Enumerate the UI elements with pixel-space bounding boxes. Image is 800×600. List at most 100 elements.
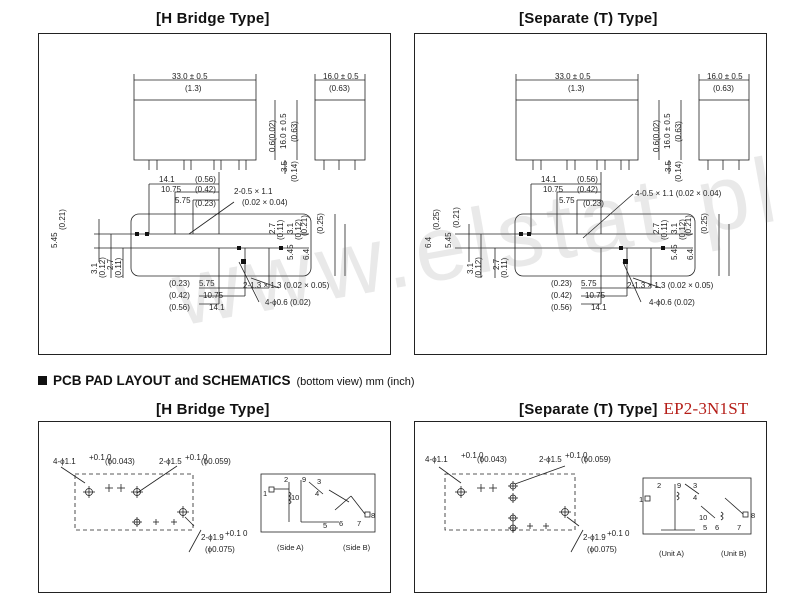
dim-width-inch-t: (0.63) — [713, 84, 734, 93]
pin-1: 1 — [263, 489, 267, 498]
dim-2-7: 2.7 — [106, 258, 115, 270]
dim-bottom-14-1-t: 14.1 — [591, 303, 607, 312]
dim-2-7-right-inch: (0.11) — [276, 219, 285, 240]
pin-7-t: 7 — [737, 523, 741, 532]
dim-10-75-t: 10.75 — [543, 185, 564, 194]
pad-hole-b-inch: (ϕ0.059) — [201, 457, 231, 466]
dim-bottom-14-1: 14.1 — [209, 303, 225, 312]
pad-hole-b-tol: +0.1 0 — [185, 453, 208, 462]
dim-bottom-0-23: (0.23) — [169, 279, 190, 288]
pad-hole-c-inch: (ϕ0.075) — [205, 545, 235, 554]
dim-3-1-right-inch: (0.12) — [294, 219, 303, 240]
dim-bottom-0-42: (0.42) — [169, 291, 190, 300]
dim-3-1-inch-t: (0.12) — [474, 257, 483, 278]
pad-hole-c-tol-t: +0.1 0 — [607, 529, 630, 538]
pin-4: 4 — [315, 489, 319, 498]
dim-2-7-inch: (0.11) — [114, 257, 123, 278]
dim-5-75: 5.75 — [175, 196, 191, 205]
dim-2-7-inch-t: (0.11) — [500, 257, 509, 278]
dim-bottom-0-42-t: (0.42) — [551, 291, 572, 300]
dim-length-t: 33.0 ± 0.5 — [555, 72, 591, 81]
dim-slot2-t: 2-1.3 × 1.3 (0.02 × 0.05) — [627, 281, 714, 290]
dimension-panel-separate: 33.0 ± 0.5 (1.3) 16.0 ± 0.5 (0.63) 0.6(0… — [414, 33, 767, 355]
pcb-drawing-separate: 4-ϕ1.1 +0.1 0 (ϕ0.043) 2-ϕ1.5 +0.1 0 (ϕ0… — [425, 451, 755, 558]
dim-5-45-t: 5.45 — [444, 232, 453, 248]
pcb-drawing-h-bridge: 4-ϕ1.1 +0.1 0 (ϕ0.043) 2-ϕ1.5 +0.1 0 (ϕ0… — [53, 453, 376, 554]
dim-5-75-inch: (0.23) — [195, 199, 216, 208]
pin-1-t: 1 — [639, 495, 643, 504]
pin-10-t: 10 — [699, 513, 707, 522]
dim-5-45-right-inch: (0.21) — [300, 215, 309, 236]
top-left-title: [H Bridge Type] — [156, 10, 270, 27]
dim-bottom-0-23-t: (0.23) — [551, 279, 572, 288]
dim-width-inch: (0.63) — [329, 84, 350, 93]
dim-width: 16.0 ± 0.5 — [323, 72, 359, 81]
dimension-drawing-separate: 33.0 ± 0.5 (1.3) 16.0 ± 0.5 (0.63) 0.6(0… — [424, 72, 750, 312]
pin-5-t: 5 — [703, 523, 707, 532]
dim-bottom-0-56: (0.56) — [169, 303, 190, 312]
dim-slot: 2-0.5 × 1.1 — [234, 187, 273, 196]
dim-pin-length: 3.5 — [280, 160, 289, 172]
dim-height-b-inch-t: (0.63) — [674, 121, 683, 142]
dim-10-75-inch: (0.42) — [195, 185, 216, 194]
unit-a-label: (Unit A) — [659, 549, 685, 558]
dim-6-4-right-inch: (0.25) — [316, 213, 325, 234]
dim-6-4-right: 6.4 — [302, 248, 311, 260]
pin-5: 5 — [323, 521, 327, 530]
pcb-section-sub: (bottom view) mm (inch) — [296, 376, 415, 388]
pin-10: 10 — [291, 493, 299, 502]
pad-hole-b-tol-t: +0.1 0 — [565, 451, 588, 460]
dim-14-1-inch: (0.56) — [195, 175, 216, 184]
pad-hole-b: 2-ϕ1.5 — [159, 457, 182, 466]
pad-hole-a-t: 4-ϕ1.1 — [425, 455, 448, 464]
dim-length-inch: (1.3) — [185, 84, 202, 93]
part-number: EP2-3N1ST — [663, 399, 749, 418]
pin-3-t: 3 — [693, 481, 697, 490]
dim-10-75: 10.75 — [161, 185, 182, 194]
dim-slot-inch: (0.02 × 0.04) — [242, 198, 288, 207]
dim-slot-t: 4-0.5 × 1.1 (0.02 × 0.04) — [635, 189, 722, 198]
pin-4-t: 4 — [693, 493, 697, 502]
pcb-section-label: PCB PAD LAYOUT and SCHEMATICS — [53, 373, 291, 388]
top-right-title: [Separate (T) Type] — [519, 10, 658, 27]
dim-5-75-inch-t: (0.23) — [583, 199, 604, 208]
pin-9: 9 — [302, 475, 306, 484]
dim-bottom-5-75: 5.75 — [199, 279, 215, 288]
dim-pin-length-inch: (0.14) — [290, 161, 299, 182]
dim-5-45-right-t: 5.45 — [670, 244, 679, 260]
pad-hole-a-inch: (ϕ0.043) — [105, 457, 135, 466]
pcb-right-title-row: [Separate (T) Type] EP2-3N1ST — [519, 399, 748, 419]
dim-length: 33.0 ± 0.5 — [172, 72, 208, 81]
dim-width-t: 16.0 ± 0.5 — [707, 72, 743, 81]
pin-2-t: 2 — [657, 481, 661, 490]
dim-2-7-t: 2.7 — [492, 258, 501, 270]
dim-slot2: 2-1.3 × 1.3 (0.02 × 0.05) — [243, 281, 330, 290]
pad-hole-c: 2-ϕ1.9 — [201, 533, 224, 542]
pad-hole-a: 4-ϕ1.1 — [53, 457, 76, 466]
dim-5-45-right-inch-t: (0.21) — [684, 215, 693, 236]
dimension-drawing-h-bridge: 33.0 ± 0.5 (1.3) 16.0 ± 0.5 (0.63) 0.6(0… — [50, 72, 366, 312]
dim-hole4: 4-ϕ0.6 (0.02) — [265, 298, 311, 307]
pcb-section-heading: PCB PAD LAYOUT and SCHEMATICS (bottom vie… — [38, 373, 414, 388]
pad-hole-a-tol-t: +0.1 0 — [461, 451, 484, 460]
pad-hole-a-tol: +0.1 0 — [89, 453, 112, 462]
pcb-panel-h-bridge: 4-ϕ1.1 +0.1 0 (ϕ0.043) 2-ϕ1.5 +0.1 0 (ϕ0… — [38, 421, 391, 593]
dim-3-1-right: 3.1 — [286, 222, 295, 234]
pcb-right-title: [Separate (T) Type] — [519, 401, 658, 418]
dim-2-7-right-t: 2.7 — [652, 222, 661, 234]
pad-hole-b-t: 2-ϕ1.5 — [539, 455, 562, 464]
dim-14-1: 14.1 — [159, 175, 175, 184]
dim-length-inch-t: (1.3) — [568, 84, 585, 93]
pin-7: 7 — [357, 519, 361, 528]
dimension-panel-h-bridge: 33.0 ± 0.5 (1.3) 16.0 ± 0.5 (0.63) 0.6(0… — [38, 33, 391, 355]
dim-10-75-inch-t: (0.42) — [577, 185, 598, 194]
pin-6-t: 6 — [715, 523, 719, 532]
dim-5-75-t: 5.75 — [559, 196, 575, 205]
pin-2: 2 — [284, 475, 288, 484]
dim-6-4-inch-t: (0.25) — [432, 209, 441, 230]
dim-height-b-t: 16.0 ± 0.5 — [663, 113, 672, 149]
pin-8: 8 — [371, 511, 375, 520]
dim-6-4-right-inch-t: (0.25) — [700, 213, 709, 234]
dim-height-a: 0.6(0.02) — [268, 120, 277, 152]
dim-5-45-inch-t: (0.21) — [452, 207, 461, 228]
